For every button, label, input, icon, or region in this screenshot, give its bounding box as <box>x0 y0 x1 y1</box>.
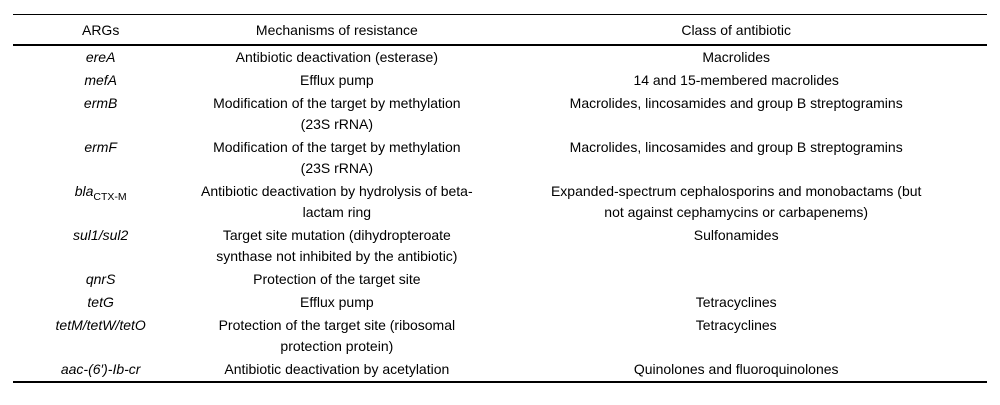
mechanism-cell: Efflux pump <box>300 294 374 310</box>
mechanism-cell: Antibiotic deactivation (esterase) <box>235 49 438 65</box>
class-cell: Sulfonamides <box>693 227 779 243</box>
arg-cell: ermF <box>13 136 188 180</box>
table-row: tetG Efflux pump Tetracyclines <box>13 291 987 314</box>
mechanism-cell: Antibiotic deactivation by hydrolysis of… <box>201 183 473 220</box>
table-row: ereA Antibiotic deactivation (esterase) Ma… <box>13 45 987 69</box>
mechanism-cell: Efflux pump <box>300 72 374 88</box>
arg-gene-name: qnrS <box>85 271 116 287</box>
table-body: ereA Antibiotic deactivation (esterase) Ma… <box>13 45 987 382</box>
table-row: blaCTX-M Antibiotic deactivation by hydro… <box>13 180 987 224</box>
arg-cell: mefA <box>13 69 188 92</box>
table-row: tetM/tetW/tetO Protection of the target s… <box>13 314 987 358</box>
arg-cell: qnrS <box>13 268 188 291</box>
arg-gene-name: mefA <box>84 72 117 88</box>
mechanism-cell: Antibiotic deactivation by acetylation <box>224 361 450 377</box>
class-cell: Tetracyclines <box>695 317 777 333</box>
arg-cell: ereA <box>13 45 188 69</box>
arg-cell: tetM/tetW/tetO <box>13 314 188 358</box>
arg-gene-name: tetG <box>87 294 114 310</box>
table-row: aac-(6′)-Ib-cr Antibiotic deactivation by… <box>13 358 987 382</box>
table-header: ARGs Mechanisms of resistance Class of a… <box>13 14 987 46</box>
class-cell <box>485 268 987 291</box>
arg-gene-subscript: CTX-M <box>93 191 127 203</box>
resistance-genes-table-container: ARGs Mechanisms of resistance Class of a… <box>13 14 987 383</box>
args-table: ARGs Mechanisms of resistance Class of a… <box>13 14 987 383</box>
arg-gene-name: sul1/sul2 <box>73 227 129 243</box>
table-row: sul1/sul2 Target site mutation (dihydropt… <box>13 224 987 268</box>
column-header-class: Class of antibiotic <box>485 14 987 46</box>
table-row: qnrS Protection of the target site <box>13 268 987 291</box>
arg-cell: aac-(6′)-Ib-cr <box>13 358 188 382</box>
arg-cell: tetG <box>13 291 188 314</box>
mechanism-cell: Modification of the target by methylatio… <box>213 139 461 176</box>
mechanism-cell: Target site mutation (dihydropteroate sy… <box>216 227 458 264</box>
table-row: mefA Efflux pump 14 and 15-membered macrol… <box>13 69 987 92</box>
table-row: ermF Modification of the target by methyl… <box>13 136 987 180</box>
arg-cell: ermB <box>13 92 188 136</box>
mechanism-cell: Protection of the target site (ribosomal… <box>218 317 456 354</box>
arg-gene-name: ereA <box>85 49 116 65</box>
arg-gene-name: aac-(6′)-Ib-cr <box>60 361 141 377</box>
column-header-args: ARGs <box>13 14 189 46</box>
class-cell: Macrolides <box>702 49 771 65</box>
class-cell: Macrolides, lincosamides and group B str… <box>569 95 903 111</box>
class-cell: Tetracyclines <box>695 294 777 310</box>
header-row: ARGs Mechanisms of resistance Class of a… <box>13 14 987 46</box>
arg-gene-name: ermB <box>83 95 118 111</box>
arg-gene-name: tetM/tetW/tetO <box>55 317 146 333</box>
arg-cell: blaCTX-M <box>13 180 188 224</box>
arg-gene-name: ermF <box>84 139 117 155</box>
class-cell: Expanded-spectrum cephalosporins and mon… <box>550 183 922 220</box>
arg-gene-name: bla <box>74 183 94 199</box>
arg-cell: sul1/sul2 <box>13 224 188 268</box>
table-row: ermB Modification of the target by methyl… <box>13 92 987 136</box>
column-header-mechanisms: Mechanisms of resistance <box>188 14 486 46</box>
class-cell: Quinolones and fluoroquinolones <box>633 361 839 377</box>
mechanism-cell: Protection of the target site <box>253 271 421 287</box>
mechanism-cell: Modification of the target by methylatio… <box>213 95 461 132</box>
class-cell: 14 and 15-membered macrolides <box>633 72 839 88</box>
class-cell: Macrolides, lincosamides and group B str… <box>569 139 903 155</box>
